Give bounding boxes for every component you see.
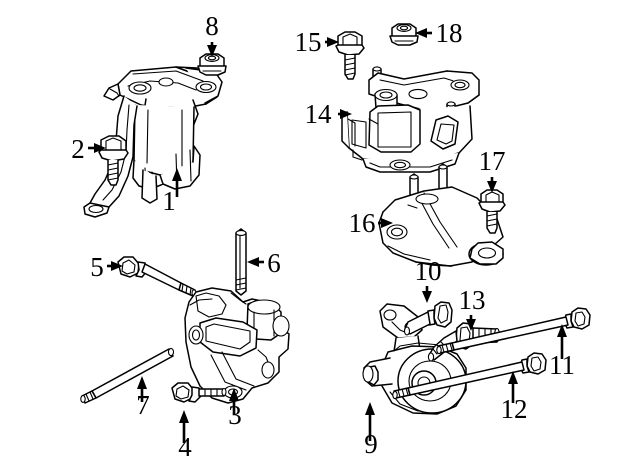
callout-label-6: 6 [267,248,281,278]
callout-leader-12 [508,371,518,403]
callout-leader-4 [179,410,189,443]
part-4-hex-flange-bolt-short [171,382,227,403]
callout-label-10: 10 [415,256,442,286]
part-8-hex-flange-nut [197,53,227,76]
part-14-transmission-mount-bracket [341,66,480,173]
callout-label-17: 17 [479,146,506,176]
callout-label-13: 13 [459,285,486,315]
callout-leader-10 [422,286,432,303]
callout-leader-9 [365,402,375,441]
part-16-engine-mount-support-bracket [378,163,504,267]
callout-leader-18 [415,28,432,38]
callout-leader-15 [325,37,339,47]
callout-leader-8 [207,42,217,57]
callout-leader-17 [487,177,497,193]
part-11-through-bolt [436,307,591,355]
callout-label-18: 18 [436,18,463,48]
part-3-engine-support-bracket [184,287,290,404]
callout-label-9: 9 [364,429,378,459]
callout-label-5: 5 [90,252,104,282]
part-15-hex-flange-bolt [335,31,365,80]
callout-leader-6 [247,257,264,267]
callout-label-7: 7 [136,390,150,420]
callout-leader-5 [107,261,123,271]
callout-label-11: 11 [549,350,575,380]
callout-label-2: 2 [71,134,85,164]
callout-leader-7 [137,376,147,402]
part-10-shoulder-stud-bolt [403,301,453,336]
callout-label-14: 14 [305,99,333,129]
callout-label-3: 3 [228,400,242,430]
part-7-through-bolt-long [80,347,175,404]
callout-leader-16 [378,218,393,228]
part-6-dowel-pin-stud [235,228,247,296]
part-12-through-bolt [392,352,547,400]
callout-label-16: 16 [349,208,376,238]
callout-label-1: 1 [162,186,176,216]
callout-leader-3 [229,388,239,414]
callout-leader-2 [88,143,106,153]
part-2-hex-flange-bolt [98,135,129,186]
callout-label-12: 12 [501,394,528,424]
callout-label-8: 8 [205,11,219,41]
callout-leader-11 [557,324,567,359]
part-5-hex-flange-bolt-long [117,256,197,297]
callout-label-4: 4 [178,432,192,462]
callout-leader-1 [172,168,182,197]
callout-label-15: 15 [295,27,322,57]
part-18-hex-flange-nut [389,23,419,46]
part-1-engine-mount-bracket [83,66,223,218]
callout-leader-13 [466,315,476,331]
part-17-hex-flange-bolt [478,189,506,234]
callout-leader-14 [338,109,352,119]
